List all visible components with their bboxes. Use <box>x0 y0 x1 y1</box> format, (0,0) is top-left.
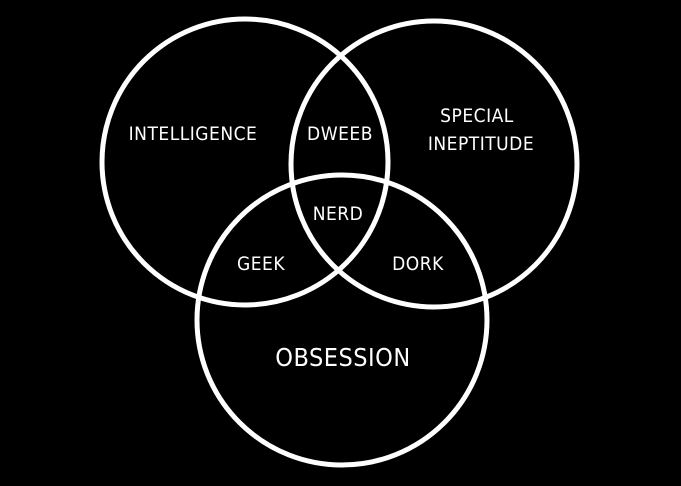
circle-obsession <box>194 172 490 468</box>
label-ineptitude: INEPTITUDE <box>428 133 534 155</box>
label-geek: GEEK <box>237 253 285 275</box>
circle-special-ineptitude <box>288 18 580 310</box>
label-dork: DORK <box>392 253 444 275</box>
circle-intelligence <box>99 16 391 308</box>
label-obsession: OBSESSION <box>275 343 410 372</box>
label-dweeb: DWEEB <box>307 123 373 145</box>
label-special: SPECIAL <box>440 105 514 127</box>
label-intelligence: INTELLIGENCE <box>129 123 258 145</box>
label-nerd: NERD <box>313 203 364 225</box>
